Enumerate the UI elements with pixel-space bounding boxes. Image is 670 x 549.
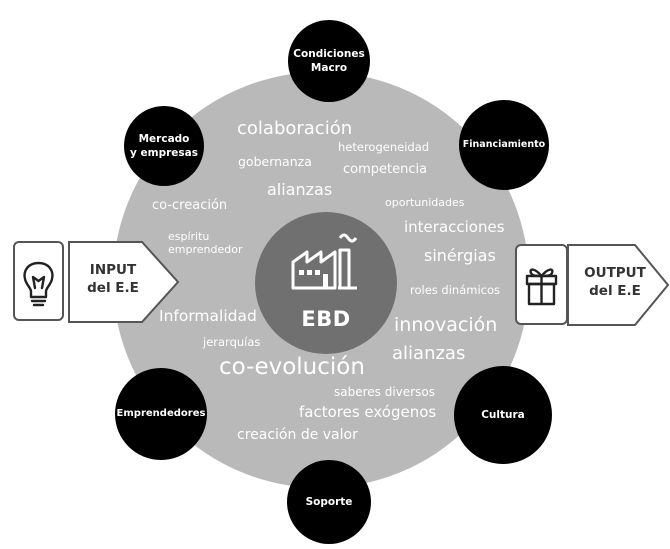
node-financiamiento: Financiamiento [459,100,549,190]
word-gobernanza: gobernanza [238,154,312,169]
node-condiciones-macro: Condiciones Macro [288,20,370,102]
ebd-label: EBD [301,307,351,331]
input-arrow [68,241,180,323]
input-label: INPUT del E.E [87,262,139,296]
word-informalidad: Informalidad [159,307,257,325]
node-mercado-y-empresas: Mercado y empresas [124,106,204,186]
word-co-evolucion: co-evolución [219,354,365,380]
word-alianzas-bottom: alianzas [392,343,466,364]
node-cultura: Cultura [454,366,552,464]
word-sinergias: sinérgias [424,246,496,265]
word-interacciones: interacciones [404,218,505,236]
node-mercado-label: Mercado y empresas [130,132,198,159]
node-soporte: Soporte [287,460,371,544]
word-saberes-diversos: saberes diversos [334,385,435,399]
ebd-center: EBD [255,212,397,354]
node-emprendedores-label: Emprendedores [116,408,206,420]
word-roles-dinamicos: roles dinámicos [410,283,501,297]
factory-icon [291,233,358,290]
word-espiritu-emprendedor: espíritu emprendedor [168,230,243,256]
node-cultura-label: Cultura [481,408,525,421]
word-innovacion: innovación [394,314,498,336]
node-financiamiento-label: Financiamiento [462,138,546,150]
word-heterogeneidad: heterogeneidad [338,140,430,154]
gift-icon [525,268,558,306]
output-label: OUTPUT del E.E [584,265,646,299]
word-competencia: competencia [343,162,428,177]
output-arrow [567,244,670,326]
lightbulb-icon [23,261,54,307]
node-soporte-label: Soporte [305,495,353,508]
word-colaboracion: colaboración [237,118,353,139]
word-oportunidades: oportunidades [385,196,465,209]
word-jerarquias: jerarquías [203,335,261,349]
node-condiciones-macro-label: Condiciones Macro [293,47,365,74]
input-icon-box [13,241,64,321]
word-creacion-de-valor: creación de valor [237,427,358,443]
word-co-creacion: co-creación [152,198,228,213]
word-alianzas-top: alianzas [267,180,333,199]
output-icon-box [515,244,568,325]
node-emprendedores: Emprendedores [115,368,207,460]
word-factores-exogenos: factores exógenos [299,403,437,421]
